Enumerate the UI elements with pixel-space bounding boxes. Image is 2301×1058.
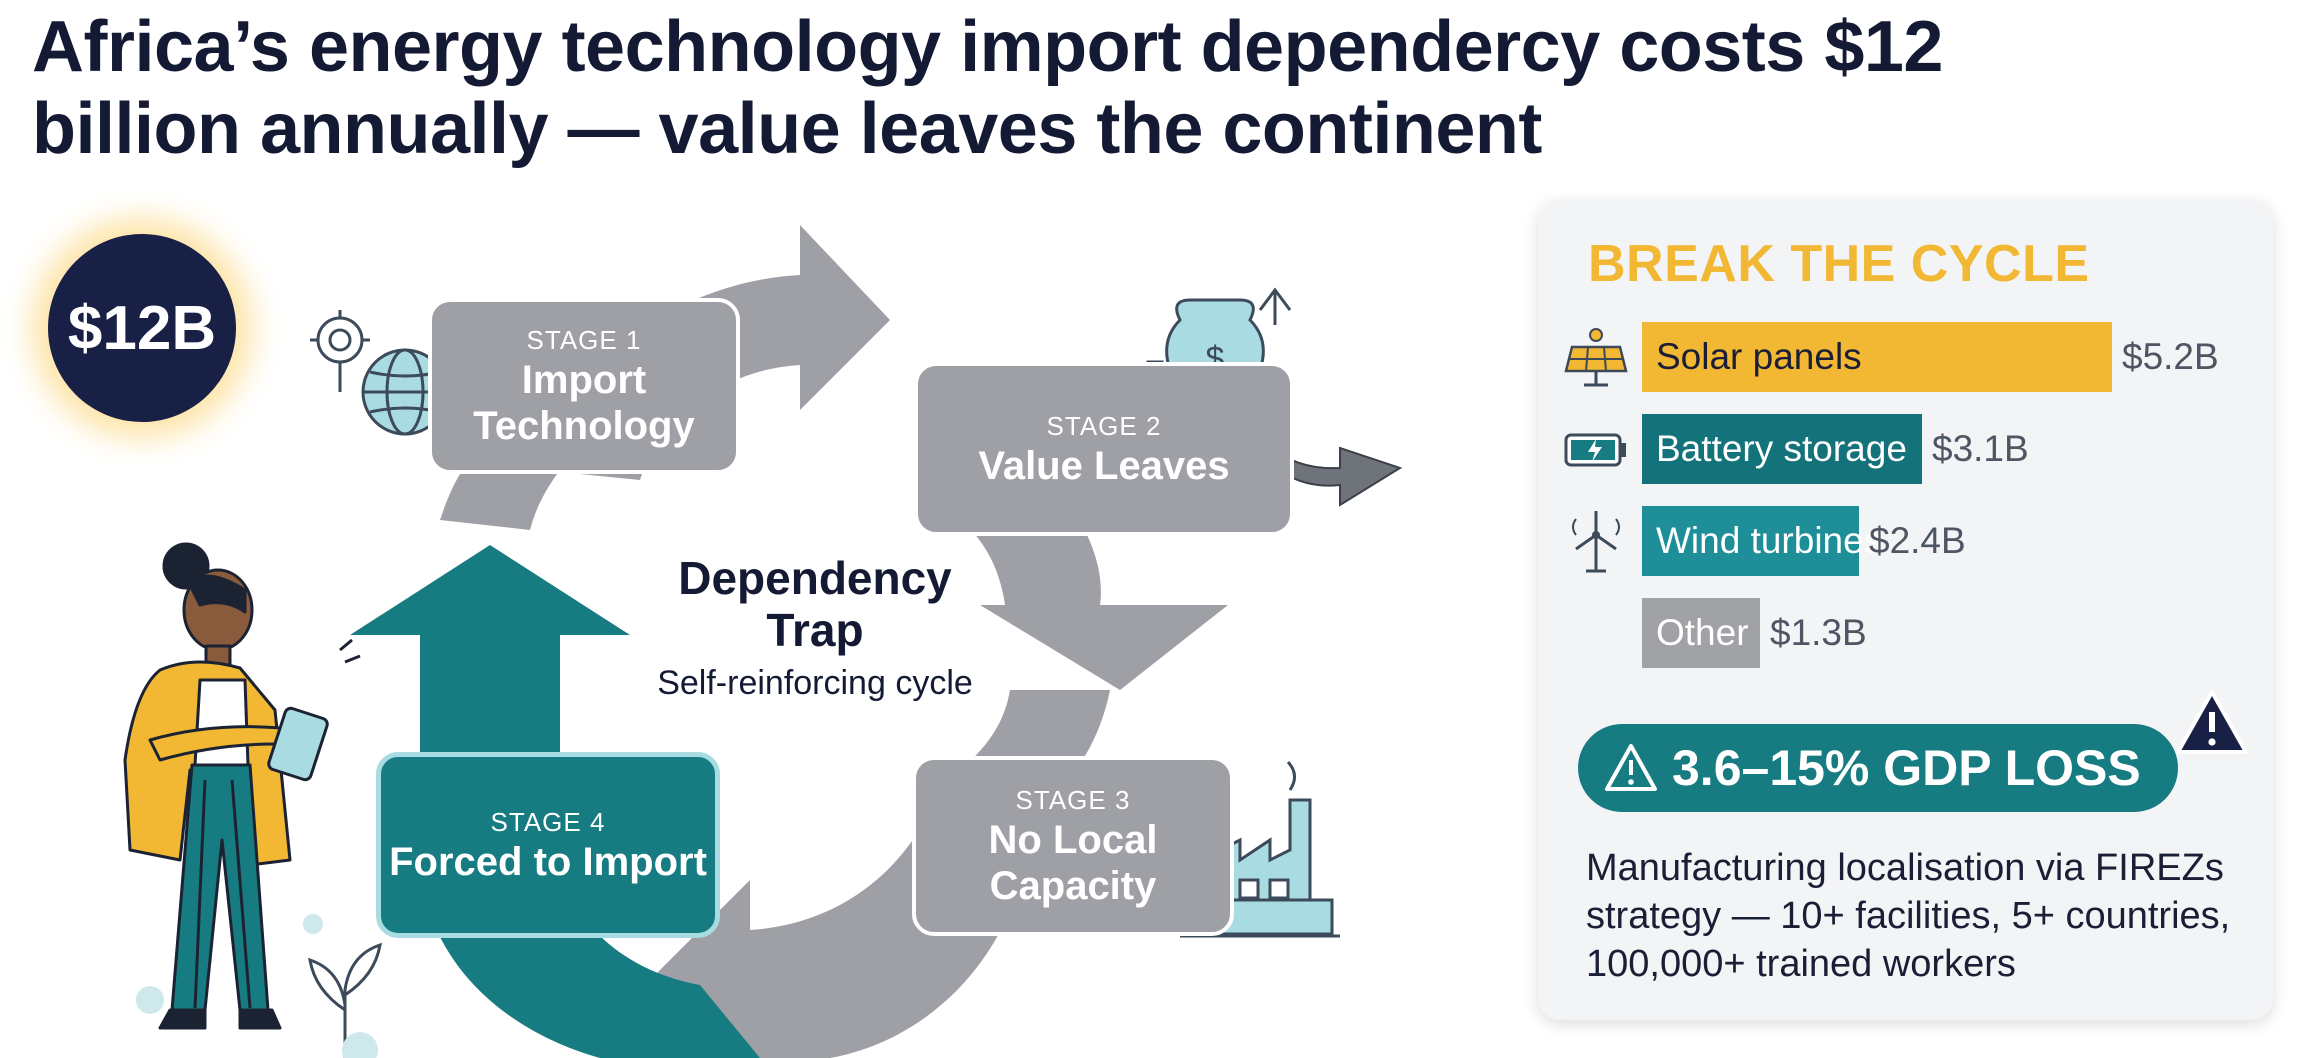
stage-2-value-leaves: STAGE 2 Value Leaves	[914, 362, 1294, 536]
cost-badge: $12B	[48, 234, 236, 422]
stage-name: No Local Capacity	[988, 818, 1158, 908]
bar-label: Solar panels	[1656, 336, 1862, 377]
bar: Other	[1642, 598, 1760, 668]
break-the-cycle-panel: BREAK THE CYCLE Solar panels $5.2B B	[1538, 200, 2273, 1020]
bar-value: $2.4B	[1869, 520, 1966, 561]
cycle-diagram: $	[123, 225, 1403, 1058]
bar-row-solar-panels: Solar panels $5.2B	[1538, 322, 2273, 392]
localisation-note: Manufacturing localisation via FIREZs st…	[1586, 847, 2231, 985]
panel-title: BREAK THE CYCLE	[1588, 235, 2090, 293]
gear-globe-icon	[310, 310, 449, 436]
stage-number: STAGE 2	[1046, 411, 1162, 441]
page-title: Africa’s energy technology import depend…	[32, 7, 1943, 169]
wind-turbine-icon	[1572, 511, 1620, 573]
stage-name: Import Technology	[473, 358, 695, 448]
woman-tablet-illustration	[123, 542, 361, 1030]
stage-number: STAGE 4	[490, 807, 606, 837]
alert-icon	[2176, 690, 2248, 754]
gdp-loss-banner: 3.6–15% GDP LOSS	[1578, 724, 2178, 812]
gdp-loss-text: 3.6–15% GDP LOSS	[1672, 740, 2141, 796]
bar-row-battery-storage: Battery storage $3.1B	[1538, 414, 2273, 484]
battery-icon	[1564, 433, 1626, 467]
cycle-center-subtitle: Self-reinforcing cycle	[657, 664, 973, 702]
bar: Wind turbines	[1642, 506, 1882, 576]
bar-row-other: Other $1.3B	[1538, 598, 2273, 668]
bar-label: Other	[1656, 612, 1749, 653]
bar-label: Wind turbines	[1656, 520, 1883, 561]
stage-3-no-local-capacity: STAGE 3 No Local Capacity	[912, 756, 1234, 936]
bar: Battery storage	[1642, 414, 1922, 484]
stage-number: STAGE 1	[526, 325, 642, 355]
bar-row-wind-turbines: Wind turbines $2.4B	[1538, 506, 2273, 576]
bar: Solar panels	[1642, 322, 2112, 392]
bar-value: $3.1B	[1932, 428, 2029, 469]
cycle-center-label: Dependency Trap Self-reinforcing cycle	[645, 552, 985, 704]
stage-name: Forced to Import	[389, 840, 707, 884]
bar-value: $1.3B	[1770, 612, 1867, 653]
stage-number: STAGE 3	[1015, 785, 1131, 815]
stage-4-forced-to-import: STAGE 4 Forced to Import	[376, 752, 720, 938]
stage-1-import-technology: STAGE 1 Import Technology	[428, 298, 740, 474]
solar-panel-icon	[1564, 328, 1628, 387]
stage-name: Value Leaves	[978, 444, 1230, 488]
cycle-center-title: Dependency Trap	[678, 552, 952, 656]
warning-icon	[1605, 744, 1657, 791]
bar-label: Battery storage	[1656, 428, 1907, 469]
bar-value: $5.2B	[2122, 336, 2219, 377]
plant-decoration	[136, 914, 382, 1058]
